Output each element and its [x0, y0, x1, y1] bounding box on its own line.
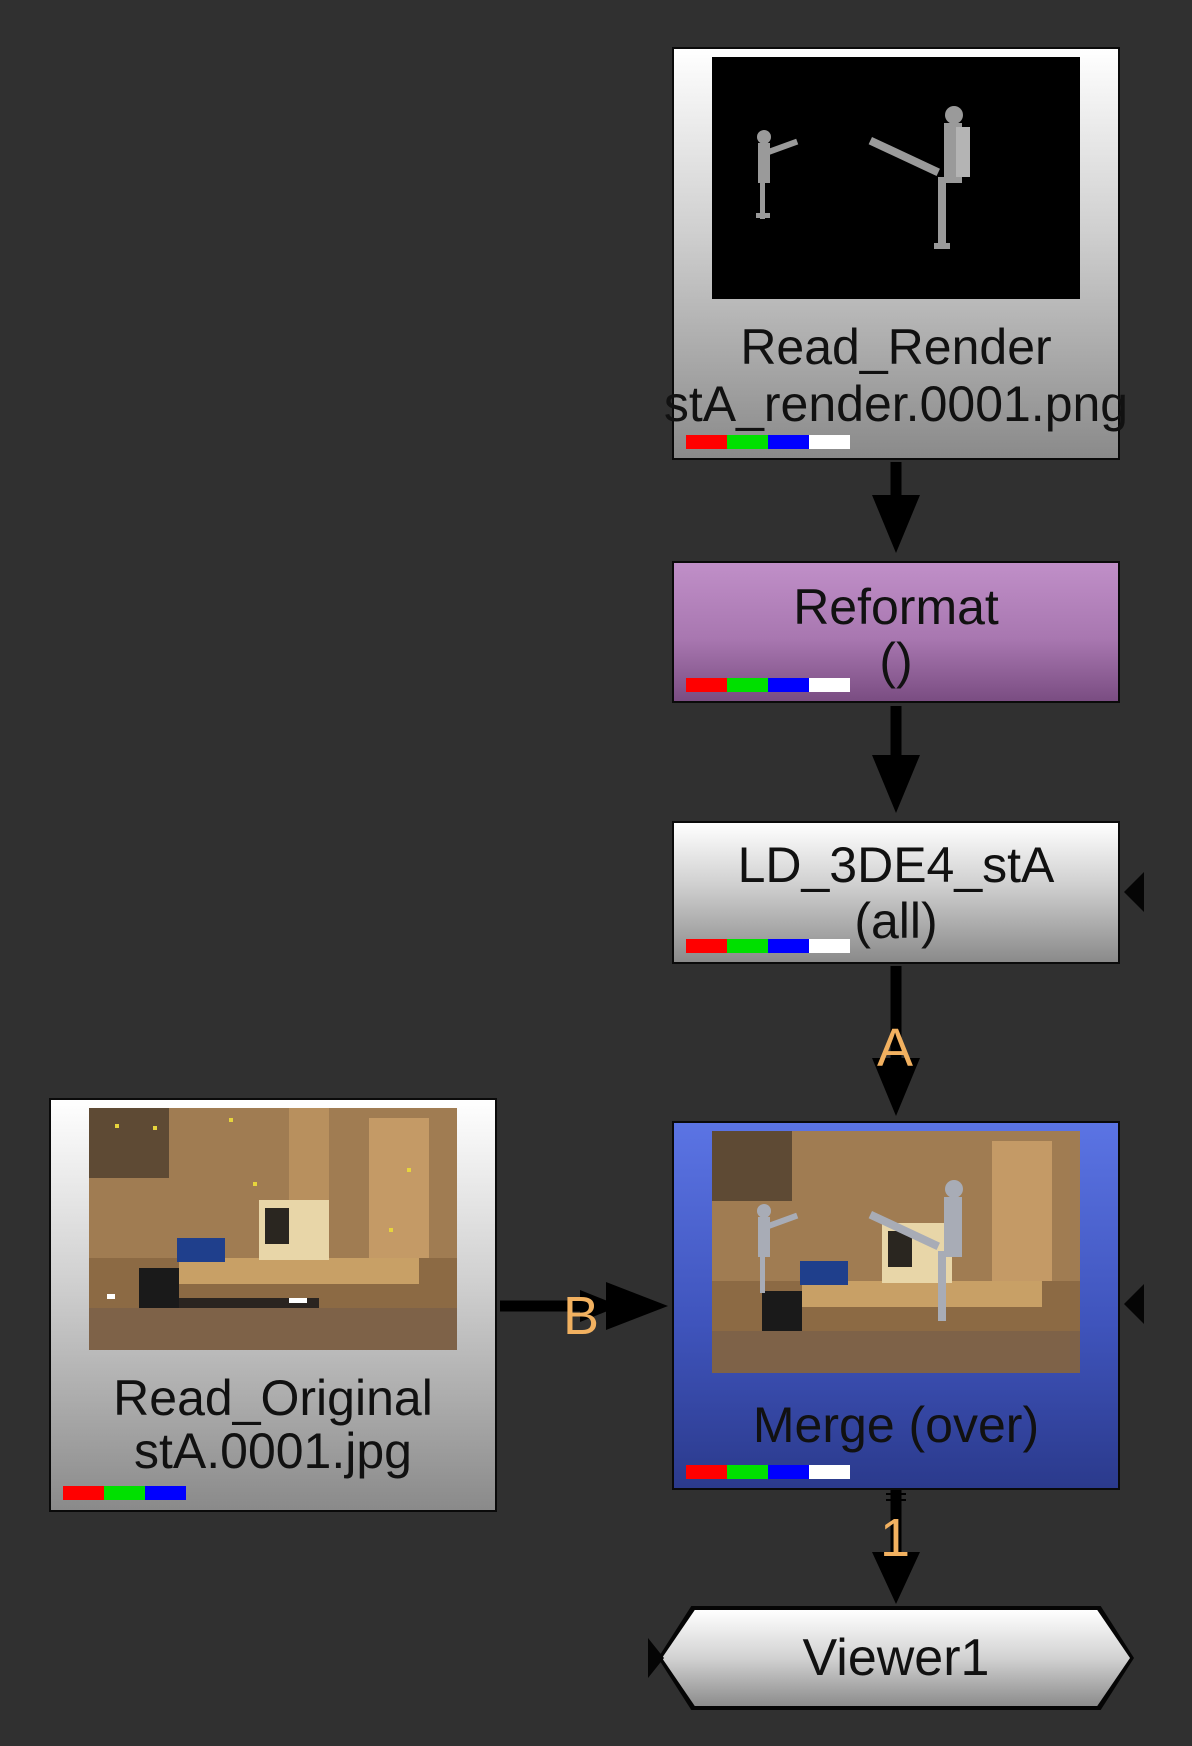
node-reformat-title: Reformat	[793, 579, 999, 635]
arrowhead-reformat	[872, 495, 920, 553]
channel-indicator	[686, 1465, 850, 1479]
node-reformat[interactable]: Reformat ()	[672, 561, 1120, 703]
arrowhead-merge-b	[606, 1282, 668, 1330]
arrowhead-viewer	[872, 1552, 920, 1604]
merge-thumbnail	[712, 1131, 1080, 1373]
original-plate-thumbnail	[89, 1108, 457, 1350]
node-merge-title: Merge (over)	[752, 1397, 1040, 1453]
render-thumbnail	[712, 57, 1080, 299]
node-ld-3de4-subtitle: (all)	[854, 893, 938, 949]
node-merge-over[interactable]: Merge (over)	[672, 1121, 1120, 1490]
node-read-original-file: stA.0001.jpg	[134, 1423, 412, 1479]
office-scene-image	[89, 1108, 457, 1350]
mask-input-arrow-icon[interactable]	[1124, 872, 1144, 912]
node-read-original-title: Read_Original	[113, 1370, 433, 1426]
node-viewer1[interactable]: Viewer1	[662, 1610, 1130, 1706]
channel-indicator	[686, 678, 850, 692]
node-viewer1-title: Viewer1	[802, 1629, 990, 1687]
node-read-render-file: stA_render.0001.png	[663, 376, 1129, 432]
channel-indicator	[686, 939, 850, 953]
arrowhead-merge-a	[872, 1058, 920, 1116]
input-label-a: A	[877, 1018, 914, 1078]
node-ld-3de4-sta[interactable]: LD_3DE4_stA (all)	[672, 821, 1120, 964]
channel-indicator	[686, 435, 850, 449]
input-label-b: B	[563, 1286, 600, 1346]
mask-input-arrow-icon[interactable]	[1124, 1284, 1144, 1324]
node-read-render-title: Read_Render	[740, 319, 1052, 375]
node-read-original[interactable]: Read_Original stA.0001.jpg	[49, 1098, 497, 1512]
node-ld-3de4-title: LD_3DE4_stA	[737, 837, 1055, 893]
viewer-input-arrow-icon[interactable]	[648, 1638, 664, 1678]
input-label-viewer-1: 1	[880, 1508, 911, 1568]
arrowhead-merge-b-tail	[580, 1290, 620, 1322]
channel-indicator	[63, 1486, 186, 1500]
arrowhead-ld	[872, 755, 920, 813]
merged-composite-image	[712, 1131, 1080, 1373]
node-reformat-subtitle: ()	[879, 633, 913, 689]
node-read-render[interactable]: Read_Render stA_render.0001.png	[664, 47, 1128, 460]
fighters-silhouette-icon	[756, 106, 970, 249]
